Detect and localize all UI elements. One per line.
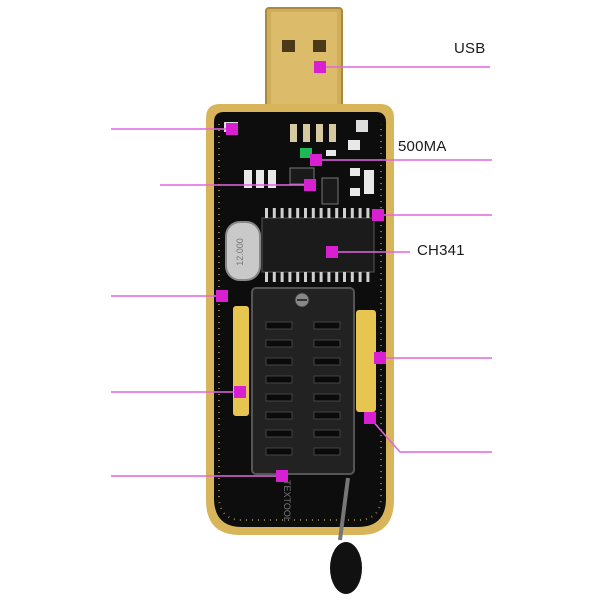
ic-pin: [288, 272, 292, 282]
ic-pin: [280, 208, 284, 218]
callout-marker: [374, 352, 386, 364]
callout-marker: [226, 123, 238, 135]
callout-marker: [216, 290, 228, 302]
socket-slot: [265, 411, 293, 420]
ic-pin: [327, 272, 331, 282]
ic-pin: [304, 208, 307, 218]
usb-solder-pads: [290, 124, 336, 142]
ic-pin: [319, 272, 323, 282]
ic-pin: [280, 272, 284, 282]
socket-slot: [313, 321, 341, 330]
ic-pin: [272, 208, 276, 218]
socket-slot: [265, 429, 293, 438]
socket-slot: [313, 357, 341, 366]
socket-lever: [330, 477, 362, 594]
ic-pin: [350, 208, 354, 218]
callout-markers: [216, 61, 386, 482]
ic-pin: [272, 272, 276, 282]
socket-slot: [265, 357, 293, 366]
ic-pin: [311, 208, 315, 218]
callout-marker: [364, 412, 376, 424]
socket-slot: [265, 393, 293, 402]
socket-slot: [265, 447, 293, 456]
socket-slot: [313, 339, 341, 348]
label-ch341: CH341: [417, 242, 465, 259]
label-usb: USB: [454, 40, 486, 57]
ic-pin: [304, 272, 307, 282]
ic-pin: [319, 208, 323, 218]
socket-slot: [313, 375, 341, 384]
socket-slot: [265, 375, 293, 384]
ic-pin: [288, 208, 292, 218]
crystal-label: 12.000: [235, 238, 245, 266]
callout-line: [369, 417, 492, 453]
ic-pin: [265, 208, 268, 218]
ic-pin: [335, 208, 339, 218]
ic-pin: [311, 272, 315, 282]
ic-pin: [366, 272, 370, 282]
callout-marker: [326, 246, 338, 258]
ic-pin: [358, 272, 362, 282]
ic-pin: [265, 272, 268, 282]
callout-marker: [310, 154, 322, 166]
socket-slot: [265, 339, 293, 348]
ic-pin: [343, 272, 346, 282]
ic-chip-icon: [261, 208, 375, 282]
callout-marker: [234, 386, 246, 398]
label-500ma: 500MA: [398, 138, 447, 155]
ic-pin: [296, 208, 300, 218]
crystal-oscillator-icon: 12.000: [225, 221, 261, 281]
socket-slot: [313, 429, 341, 438]
callout-lines: [111, 66, 492, 477]
ic-pin: [335, 272, 339, 282]
header-pins-right: [356, 310, 376, 412]
callout-marker: [314, 61, 326, 73]
ic-pin: [343, 208, 346, 218]
socket-slot: [313, 411, 341, 420]
socket-slot: [313, 393, 341, 402]
socket-slot: [265, 321, 293, 330]
callout-marker: [372, 209, 384, 221]
smd-components: [224, 120, 374, 205]
ic-pin: [327, 208, 331, 218]
socket-brand: TEXTOOL: [282, 480, 292, 522]
ic-pin: [366, 208, 370, 218]
ic-pin: [358, 208, 362, 218]
callout-marker: [276, 470, 288, 482]
socket-slot: [313, 447, 341, 456]
callout-marker: [304, 179, 316, 191]
zif-socket: TEXTOOL: [251, 287, 355, 522]
ic-pin: [350, 272, 354, 282]
header-pins-left: [233, 306, 249, 416]
ic-pin: [296, 272, 300, 282]
